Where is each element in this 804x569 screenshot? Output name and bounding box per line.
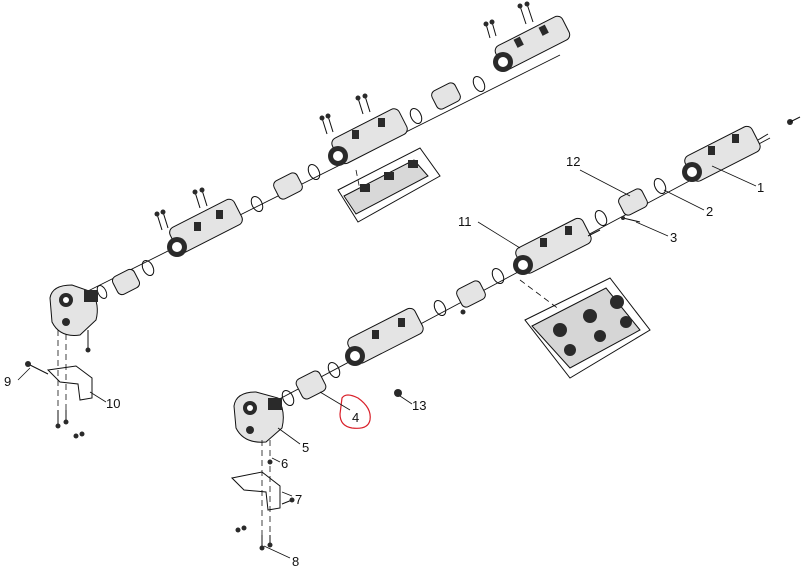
spacer-12 — [618, 188, 648, 216]
o-ring-2 — [653, 178, 667, 194]
callout-7: 7 — [295, 492, 302, 507]
upper-bolts-right — [483, 1, 534, 39]
upper-rocker-shaft-left — [167, 198, 243, 257]
bracket-7 — [230, 440, 295, 540]
callout-12: 12 — [566, 154, 580, 169]
cylinder-head — [519, 277, 651, 379]
callout-11: 11 — [458, 214, 472, 229]
upper-bracket — [46, 330, 93, 439]
upper-shaft-assembly — [25, 1, 571, 439]
callout-2: 2 — [706, 204, 713, 219]
callout-3: 3 — [670, 230, 677, 245]
callout-13: 13 — [412, 398, 426, 413]
lower-shaft-assembly — [230, 116, 801, 551]
spacer-4 — [295, 370, 327, 400]
rocker-shaft-1 — [682, 116, 801, 182]
callout-9: 9 — [4, 374, 11, 389]
callout-8: 8 — [292, 554, 299, 569]
callout-4-highlight — [339, 394, 371, 429]
rocker-shaft-lower — [345, 307, 424, 366]
end-pedestal-5 — [233, 391, 284, 465]
callout-5: 5 — [302, 440, 309, 455]
rocker-shaft-11 — [513, 217, 601, 275]
callout-4: 4 — [352, 410, 359, 425]
callout-1: 1 — [757, 180, 764, 195]
pin-3 — [621, 216, 641, 223]
leader-lines — [17, 165, 757, 559]
callout-10: 10 — [106, 396, 120, 411]
callout-labels: 1 2 3 4 5 6 7 8 9 10 11 12 13 — [4, 154, 764, 569]
upper-bolts-middle — [319, 93, 371, 135]
upper-rocker-shaft-middle — [328, 108, 408, 166]
upper-rocker-shaft-right — [493, 15, 571, 72]
plug-13 — [394, 389, 402, 397]
upper-bolts-left — [154, 187, 208, 231]
callout-6: 6 — [281, 456, 288, 471]
bolt-8 — [259, 535, 273, 551]
upper-end-pedestal — [49, 284, 98, 353]
upper-cylinder-head — [337, 147, 441, 223]
bolt-9 — [25, 361, 49, 375]
